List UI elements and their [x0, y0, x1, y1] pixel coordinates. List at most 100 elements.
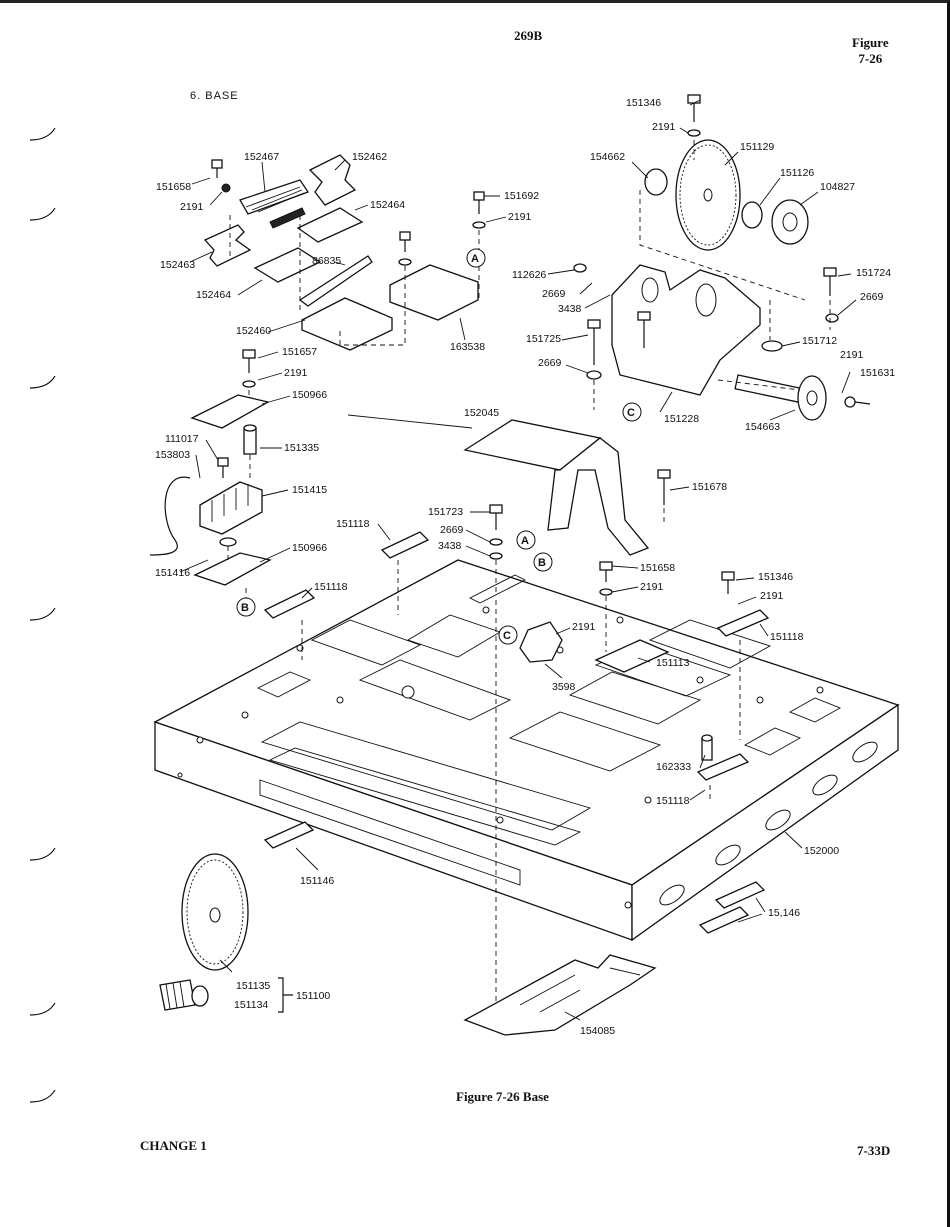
- marker-c-upper: C: [622, 402, 642, 422]
- callout-151658: 151658: [640, 562, 675, 574]
- washer-151416: [219, 537, 237, 547]
- callout-151100: 151100: [296, 990, 330, 1002]
- callout-152460: 152460: [236, 325, 271, 337]
- link-151118-b: [263, 589, 316, 619]
- callout-86835: 86835: [312, 255, 341, 267]
- callout-151346: 151346: [626, 97, 661, 109]
- plate-150966-bottom: [193, 552, 272, 586]
- svg-text:C: C: [503, 630, 511, 642]
- callout-2191: 2191: [572, 621, 596, 633]
- plate-150966-top: [190, 394, 270, 429]
- plate-154085: [463, 954, 657, 1036]
- callout-2191: 2191: [640, 581, 664, 593]
- screw-151725: [586, 319, 602, 380]
- figure-reference: Figure 7-26: [852, 35, 889, 66]
- svg-text:B: B: [538, 557, 546, 569]
- svg-text:C: C: [627, 407, 635, 419]
- callout-151723: 151723: [428, 506, 463, 518]
- link-151118-d: [696, 753, 750, 781]
- callout-2191: 2191: [652, 121, 676, 133]
- bracket-152462: [308, 154, 357, 206]
- callout-151135: 151135: [236, 980, 270, 992]
- svg-text:A: A: [471, 253, 479, 265]
- change-notice: CHANGE 1: [140, 1138, 207, 1153]
- binder-marks: [29, 127, 56, 1103]
- callout-151346: 151346: [758, 571, 793, 583]
- post-162333: [701, 734, 713, 761]
- callout-153803: 153803: [155, 449, 190, 461]
- standoff-151335: [243, 424, 257, 455]
- reference-markers: A C B A B C: [236, 248, 642, 645]
- shaft-154663: [734, 374, 827, 421]
- callout-162333: 162333: [656, 761, 691, 773]
- screw-151658-mid: [599, 561, 613, 596]
- callout-3438: 3438: [558, 303, 582, 315]
- callout-152000: 152000: [804, 845, 839, 857]
- callout-154662: 154662: [590, 151, 625, 163]
- callout-2669: 2669: [440, 524, 464, 536]
- screw-151346-mid: [721, 571, 735, 594]
- wire-153803: [149, 476, 191, 556]
- callout-2191: 2191: [840, 349, 864, 361]
- page-number: 7-33D: [857, 1143, 891, 1158]
- callout-104827: 104827: [820, 181, 855, 193]
- link-15146-right-a: [714, 881, 766, 909]
- callout-152464: 152464: [196, 289, 231, 301]
- callout-151678: 151678: [692, 481, 727, 493]
- callout-151631: 151631: [860, 367, 895, 379]
- bearing-104827: [771, 199, 809, 245]
- section-heading: 6. BASE: [190, 90, 239, 102]
- callout-2669: 2669: [860, 291, 884, 303]
- leader-lines: [179, 99, 857, 1021]
- bracket-151113: [594, 639, 670, 673]
- callout-2191: 2191: [760, 590, 784, 602]
- callout-151725: 151725: [526, 333, 561, 345]
- screw-151631: [844, 396, 871, 408]
- gear-151135: [181, 853, 249, 971]
- screw-small-left: [398, 231, 412, 266]
- gear-151129: [675, 139, 741, 251]
- spring-assembly-152467: [221, 179, 309, 229]
- callout-151118: 151118: [314, 581, 348, 593]
- document-code: 269B: [514, 28, 543, 43]
- callout-152045: 152045: [464, 407, 499, 419]
- callout-151658: 151658: [156, 181, 191, 193]
- bracket-163538: [389, 264, 479, 321]
- bracket-152045: [463, 419, 650, 556]
- svg-text:A: A: [521, 535, 529, 547]
- callout-2669: 2669: [538, 357, 562, 369]
- callout-151335: 151335: [284, 442, 319, 454]
- lever-86835: [298, 255, 373, 307]
- screw-bracket-mid: [637, 311, 651, 348]
- callout-3598: 3598: [552, 681, 576, 693]
- bracket-152463: [203, 224, 252, 267]
- link-151118-c: [716, 609, 770, 637]
- callout-labels: 152467 152462 151658 2191 152464 152463 …: [155, 97, 895, 1037]
- plate-152464-lower: [253, 247, 322, 283]
- bushing-151126: [741, 201, 763, 229]
- callout-151416: 151416: [155, 567, 190, 579]
- washer-151712: [761, 340, 783, 352]
- marker-b-center: B: [533, 552, 553, 572]
- marker-c-center: C: [498, 625, 518, 645]
- screw-151723: [489, 504, 503, 560]
- washer-2669-right: [825, 313, 839, 323]
- marker-a-center: A: [516, 530, 536, 550]
- cam-3598: [519, 621, 563, 663]
- callout-151118: 151118: [656, 795, 690, 807]
- bracket-152460: [301, 297, 393, 351]
- callout-151228: 151228: [664, 413, 699, 425]
- callout-2191: 2191: [180, 201, 204, 213]
- screw-151658-top: [211, 159, 223, 178]
- screw-151724: [823, 267, 837, 296]
- screw-151692: [472, 191, 486, 229]
- marker-b-left: B: [236, 597, 256, 617]
- coupling-151415: [199, 481, 263, 535]
- washer-112626: [573, 263, 587, 273]
- callout-151712: 151712: [802, 335, 837, 347]
- callout-150966: 150966: [292, 389, 327, 401]
- callout-2191: 2191: [508, 211, 532, 223]
- link-151146-left: [263, 821, 315, 849]
